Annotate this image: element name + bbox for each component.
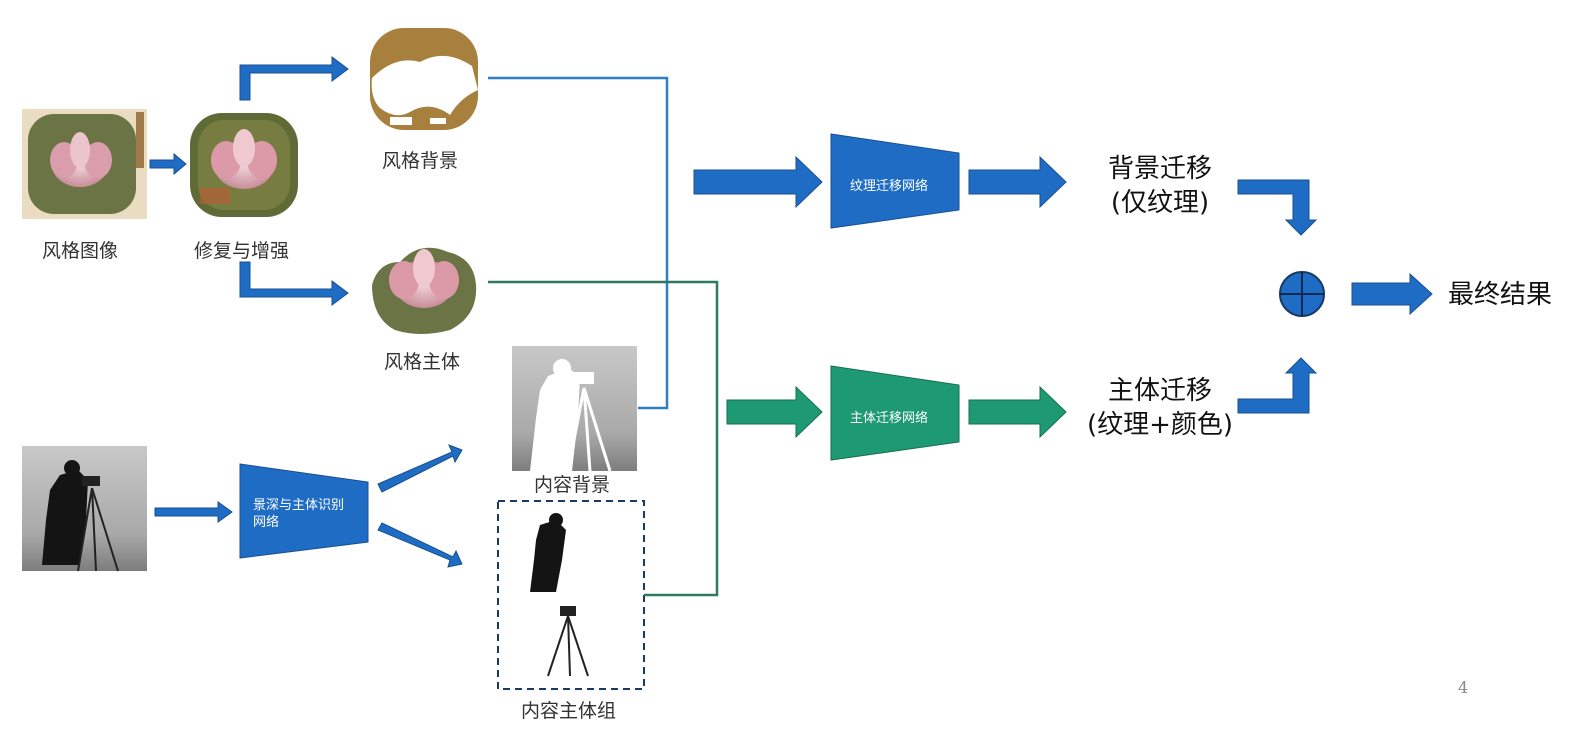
style-image xyxy=(22,109,147,219)
connector-background-line xyxy=(488,76,669,410)
content-image xyxy=(22,446,147,572)
arrow-to-texture-net xyxy=(693,155,823,209)
content-subject-group-box xyxy=(497,500,645,690)
style-subject-label: 风格主体 xyxy=(384,351,461,373)
depth-net-label-line2: 网络 xyxy=(253,515,280,530)
subject-net-label: 主体迁移网络 xyxy=(850,411,929,426)
depth-net-shape xyxy=(239,463,369,559)
arrow-to-style-background xyxy=(239,56,349,101)
page-number: 4 xyxy=(1458,678,1469,697)
arrow-bg-to-combine xyxy=(1237,179,1318,236)
arrow-to-style-subject xyxy=(239,261,349,306)
content-subject-tripod xyxy=(547,606,589,677)
content-background-image xyxy=(512,346,637,472)
content-subject-group-label: 内容主体组 xyxy=(521,700,617,722)
arrow-to-depth-net xyxy=(154,501,233,523)
arrow-to-content-background xyxy=(377,444,463,493)
restore-enhance-label: 修复与增强 xyxy=(194,240,290,262)
bg-transfer-label: 背景迁移 (仅纹理) xyxy=(1090,152,1230,220)
texture-net-shape xyxy=(830,133,960,229)
texture-net-label: 纹理迁移网络 xyxy=(850,179,929,194)
arrow-from-texture-net xyxy=(968,155,1067,209)
arrow-to-restore xyxy=(149,152,187,176)
subject-net-shape xyxy=(830,365,960,461)
style-background-image xyxy=(370,28,478,130)
arrow-subject-to-combine xyxy=(1237,357,1318,414)
style-subject-image xyxy=(372,247,477,334)
subject-transfer-line1: 主体迁移 xyxy=(1107,376,1212,406)
bg-transfer-line2: (仅纹理) xyxy=(1110,188,1210,218)
content-subject-person xyxy=(530,513,566,592)
depth-net-label: 景深与主体识别 网络 xyxy=(253,497,344,531)
circle-plus-icon xyxy=(1279,271,1325,317)
style-image-label: 风格图像 xyxy=(42,240,119,262)
restored-image xyxy=(190,113,298,217)
final-result-label: 最终结果 xyxy=(1448,280,1553,310)
arrow-from-subject-net xyxy=(968,385,1067,439)
subject-transfer-label: 主体迁移 (纹理+颜色) xyxy=(1078,374,1242,442)
arrow-to-subject-net xyxy=(726,385,823,439)
subject-transfer-line2: (纹理+颜色) xyxy=(1086,410,1234,440)
content-background-label: 内容背景 xyxy=(534,474,611,496)
bg-transfer-line1: 背景迁移 xyxy=(1107,154,1212,184)
arrow-to-final xyxy=(1351,272,1433,316)
connector-subject-line xyxy=(488,280,719,597)
depth-net-label-line1: 景深与主体识别 xyxy=(253,498,345,513)
style-background-label: 风格背景 xyxy=(382,150,459,172)
arrow-to-content-subject xyxy=(377,522,463,568)
